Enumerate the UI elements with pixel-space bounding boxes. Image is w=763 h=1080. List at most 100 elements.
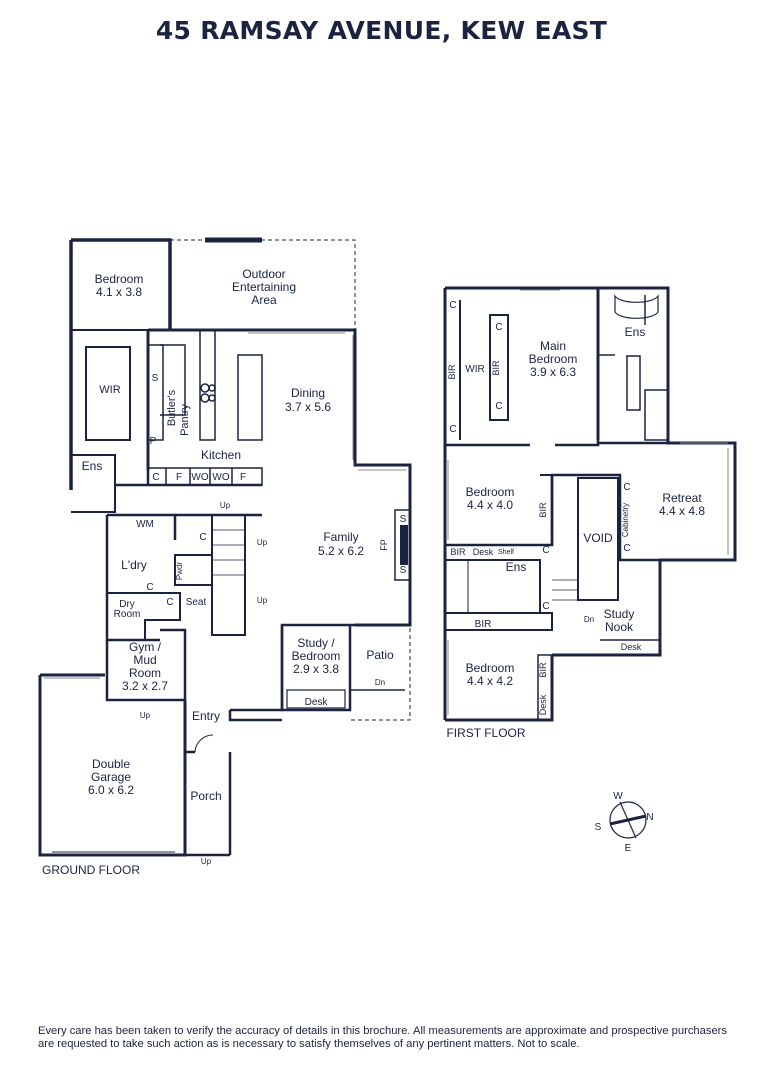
ff-dn: Dn [584, 615, 594, 624]
ff-mark-c4: C [495, 401, 502, 412]
ff-mark-c6: C [542, 601, 549, 612]
study-desk: Desk [305, 697, 329, 708]
gf-mark-c2: C [199, 532, 206, 543]
gf-bedroom-dims: 4.1 x 3.8 [96, 285, 142, 299]
gf-mark-p: P [150, 436, 157, 447]
gf-up-4: Up [140, 711, 151, 720]
ff-mark-c7: C [623, 482, 630, 493]
butlers-line2: Pantry [179, 404, 191, 436]
first-floor-label: FIRST FLOOR [446, 726, 525, 740]
study-line2: Bedroom [292, 649, 341, 663]
dry-line1: Dry [119, 599, 135, 610]
ff-bir-5: BIR [538, 502, 548, 518]
patio-label: Patio [366, 648, 394, 662]
porch-label: Porch [190, 789, 221, 803]
study-dims: 2.9 x 3.8 [293, 662, 339, 676]
gf-bedroom-name: Bedroom [95, 272, 144, 286]
bedroom2-dims: 4.4 x 4.0 [467, 498, 513, 512]
gf-up-1: Up [220, 501, 231, 510]
dry-line2: Room [114, 609, 141, 620]
dining-name: Dining [291, 386, 325, 400]
gf-mark-s: S [152, 373, 159, 384]
kitchen-label: Kitchen [201, 448, 241, 462]
main-bedroom-line2: Bedroom [529, 352, 578, 366]
gf-dn: Dn [375, 678, 385, 687]
garage-line2: Garage [91, 770, 131, 784]
gf-up-2: Up [257, 538, 268, 547]
gf-mark-c1: C [152, 472, 159, 483]
ff-wir: WIR [465, 364, 484, 375]
study-nook-line2: Nook [605, 620, 634, 634]
garage-dims: 6.0 x 6.2 [88, 783, 134, 797]
ff-ens-2: Ens [506, 560, 527, 574]
gf-wir: WIR [99, 384, 120, 396]
ff-desk: Desk [473, 547, 494, 557]
gf-mark-f2: F [240, 472, 246, 483]
bedroom3-name: Bedroom [466, 661, 515, 675]
gf-mark-s2: S [400, 514, 407, 525]
ff-desk-2: Desk [538, 694, 548, 715]
ff-bir-3: BIR [475, 619, 492, 630]
study-line1: Study / [297, 636, 335, 650]
ff-mark-c5: C [542, 545, 549, 556]
gf-up-5: Up [201, 857, 212, 866]
main-bedroom-line1: Main [540, 339, 566, 353]
entry-label: Entry [192, 709, 220, 723]
gym-dims: 3.2 x 2.7 [122, 679, 168, 693]
butlers-line1: Butler's [166, 389, 178, 426]
gf-up-3: Up [257, 596, 268, 605]
ff-mark-c8: C [623, 543, 630, 554]
retreat-dims: 4.4 x 4.8 [659, 504, 705, 518]
ff-ens-1: Ens [625, 325, 646, 339]
disclaimer: Every care has been taken to verify the … [38, 1025, 728, 1050]
first-floor-walls [443, 286, 737, 722]
gf-mark-wo2: WO [212, 472, 229, 483]
seat-label: Seat [186, 597, 207, 608]
outdoor-line2: Entertaining [232, 280, 296, 294]
wm-label: WM [136, 519, 154, 530]
dining-dims: 3.7 x 5.6 [285, 400, 331, 414]
outdoor-line3: Area [251, 293, 277, 307]
cabinetry-label: Cabinetry [621, 503, 630, 537]
bedroom3-dims: 4.4 x 4.2 [467, 674, 513, 688]
ldry-label: L'dry [121, 558, 147, 572]
gf-mark-f1: F [176, 472, 182, 483]
ff-mark-c1: C [449, 300, 456, 311]
gym-line1: Gym / [129, 640, 162, 654]
ground-windows [44, 332, 406, 679]
void-label: VOID [583, 531, 613, 545]
ff-mark-c3: C [495, 322, 502, 333]
fp-label: FP [379, 539, 389, 551]
ff-bir-6: BIR [538, 662, 548, 678]
ff-shelf: Shelf [498, 549, 514, 556]
ff-bir-1: BIR [447, 364, 457, 380]
study-nook-line1: Study [604, 607, 635, 621]
bedroom2-name: Bedroom [466, 485, 515, 499]
compass-rose [609, 801, 647, 839]
retreat-name: Retreat [662, 491, 702, 505]
pwdr-label: Pwdr [175, 562, 184, 581]
gym-line2: Mud [133, 653, 156, 667]
garage-line1: Double [92, 757, 130, 771]
family-dims: 5.2 x 6.2 [318, 544, 364, 558]
gf-mark-c3: C [146, 582, 153, 593]
ff-mark-c2: C [449, 424, 456, 435]
gf-mark-c4: C [166, 597, 173, 608]
gym-line3: Room [129, 666, 161, 680]
compass-w: W [613, 791, 623, 802]
compass-e: E [625, 843, 632, 854]
ground-floor-label: GROUND FLOOR [42, 863, 140, 877]
gf-ens: Ens [82, 459, 103, 473]
ff-bir-2: BIR [491, 360, 501, 376]
outdoor-line1: Outdoor [242, 267, 285, 281]
compass-n: N [646, 812, 653, 823]
gf-mark-wo1: WO [191, 472, 208, 483]
main-bedroom-dims: 3.9 x 6.3 [530, 365, 576, 379]
gf-mark-s3: S [400, 565, 407, 576]
family-name: Family [323, 530, 358, 544]
ff-bir-4: BIR [450, 547, 466, 557]
nook-desk: Desk [621, 642, 642, 652]
page-title: 45 RAMSAY AVENUE, KEW EAST [155, 16, 608, 45]
kitchen-fittings [147, 329, 263, 486]
